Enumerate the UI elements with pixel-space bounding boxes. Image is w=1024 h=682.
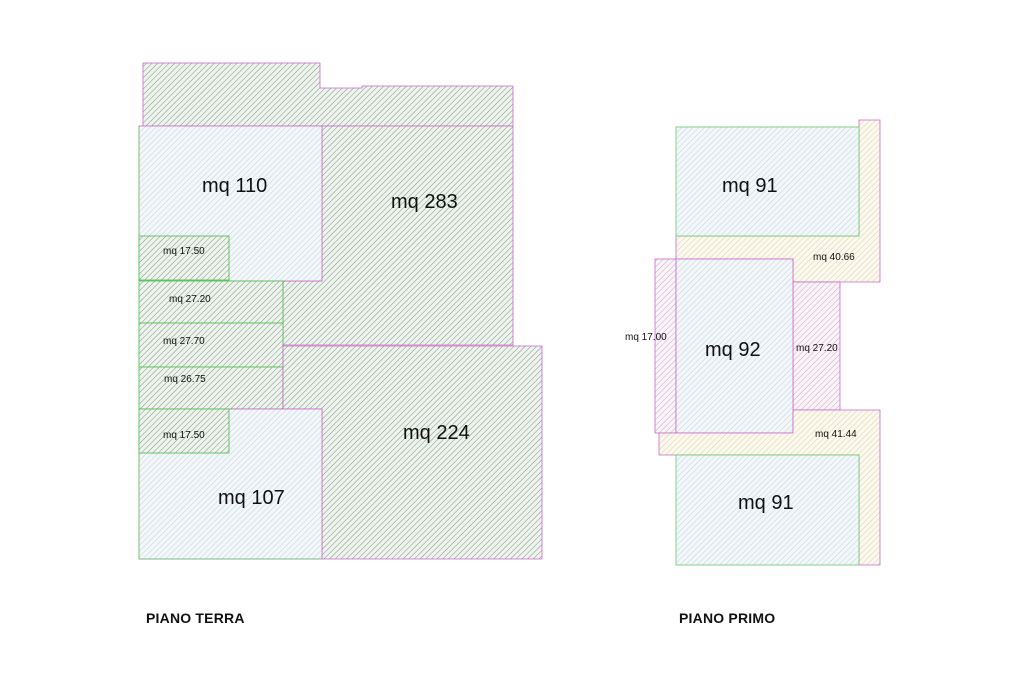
ground-floor-plan: mq 110 mq 283 mq 17.50 mq 27.20 mq 27.70…	[138, 62, 543, 560]
area-17-00	[654, 258, 677, 434]
area-17-50-bottom	[138, 408, 230, 454]
label-27-20: mq 27.20	[169, 294, 211, 305]
first-floor-plan: mq 91 mq 40.66 mq 17.00 mq 92 mq 27.20 m…	[625, 119, 881, 566]
label-41-44: mq 41.44	[815, 429, 857, 440]
label-17-50-top: mq 17.50	[163, 246, 205, 257]
area-27-70	[138, 322, 284, 368]
label-27-20-first: mq 27.20	[796, 343, 838, 354]
label-92: mq 92	[705, 339, 761, 361]
label-110: mq 110	[202, 175, 267, 197]
ground-floor-title: PIANO TERRA	[146, 610, 245, 626]
label-283: mq 283	[391, 191, 458, 213]
area-92	[675, 258, 794, 434]
label-17-50-bottom: mq 17.50	[163, 430, 205, 441]
label-91-bottom: mq 91	[738, 492, 794, 514]
area-91-top	[675, 126, 860, 237]
label-224: mq 224	[403, 422, 470, 444]
first-floor-title: PIANO PRIMO	[679, 610, 776, 626]
area-top-strip	[142, 62, 514, 127]
area-26-75	[138, 366, 284, 410]
label-40-66: mq 40.66	[813, 252, 855, 263]
label-17-00: mq 17.00	[625, 332, 667, 343]
label-107: mq 107	[218, 487, 285, 509]
area-17-50-top	[138, 235, 230, 281]
label-91-top: mq 91	[722, 175, 778, 197]
area-27-20	[138, 280, 284, 324]
label-26-75: mq 26.75	[164, 374, 206, 385]
area-91-bottom	[675, 454, 860, 566]
label-27-70: mq 27.70	[163, 336, 205, 347]
